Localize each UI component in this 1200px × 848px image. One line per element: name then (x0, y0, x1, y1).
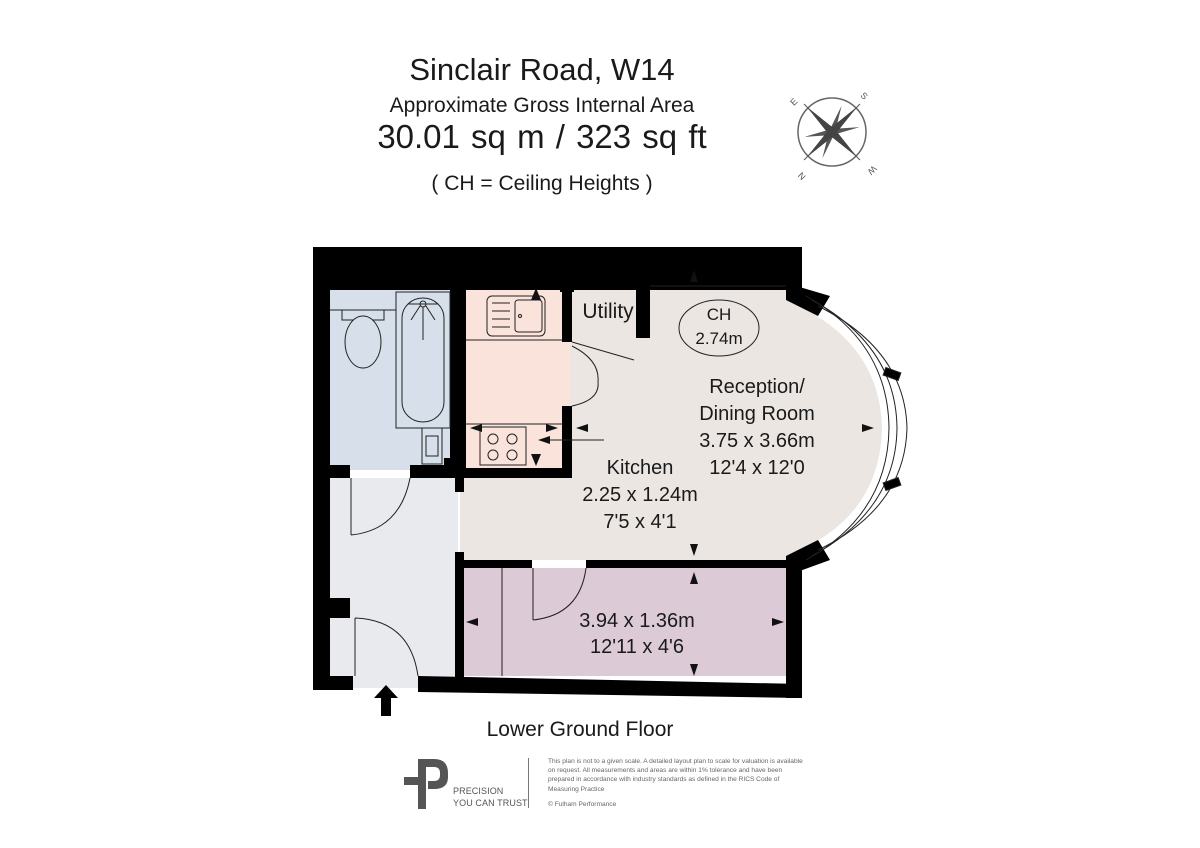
compass-n: N (796, 170, 808, 182)
compass-rose-icon: E S N W (788, 90, 878, 182)
precision-logo-icon (404, 759, 448, 809)
reception-name-line1: Reception/ (709, 376, 805, 398)
reception-area (460, 264, 882, 560)
compass-e: E (788, 96, 799, 107)
kitchen-imperial: 7'5 x 4'1 (603, 511, 676, 533)
bedroom-imperial: 12'11 x 4'6 (590, 636, 684, 658)
kitchen-area (466, 286, 570, 468)
compass-w: W (865, 164, 878, 177)
floor-label: Lower Ground Floor (486, 718, 674, 741)
logo-line1: PRECISION (453, 786, 504, 796)
kitchen-metric: 2.25 x 1.24m (582, 484, 698, 506)
bay-window (805, 295, 908, 561)
logo-line2: YOU CAN TRUST (453, 798, 528, 808)
bedroom-metric: 3.94 x 1.36m (579, 610, 695, 632)
ceiling-height-badge (678, 299, 760, 357)
plan-title: Sinclair Road, W14 (409, 52, 675, 87)
dimension-arrows (466, 270, 874, 676)
walls (313, 247, 830, 698)
logo-tagline: PRECISION YOU CAN TRUST (453, 785, 528, 809)
reception-name-line2: Dining Room (699, 403, 815, 425)
reception-imperial: 12'4 x 12'0 (709, 457, 805, 479)
fixtures (330, 285, 786, 677)
ceiling-height-value: 2.74m (695, 329, 742, 348)
gross-area: 30.01 sq m / 323 sq ft (377, 118, 707, 155)
disclaimer-text: This plan is not to a given scale. A det… (548, 758, 803, 793)
bedroom-area (462, 568, 786, 676)
footer-divider (528, 758, 529, 808)
compass-s: S (858, 90, 869, 101)
ceiling-height-label: CH (707, 305, 732, 324)
copyright-text: © Fulham Performance (548, 801, 617, 808)
utility-label: Utility (582, 300, 634, 323)
plan-subtitle: Approximate Gross Internal Area (389, 94, 695, 117)
kitchen-name: Kitchen (607, 457, 674, 479)
reception-metric: 3.75 x 3.66m (699, 430, 815, 452)
ceiling-height-note: ( CH = Ceiling Heights ) (431, 172, 653, 195)
hall-area (330, 478, 458, 688)
entrance-arrow-icon (374, 685, 398, 716)
